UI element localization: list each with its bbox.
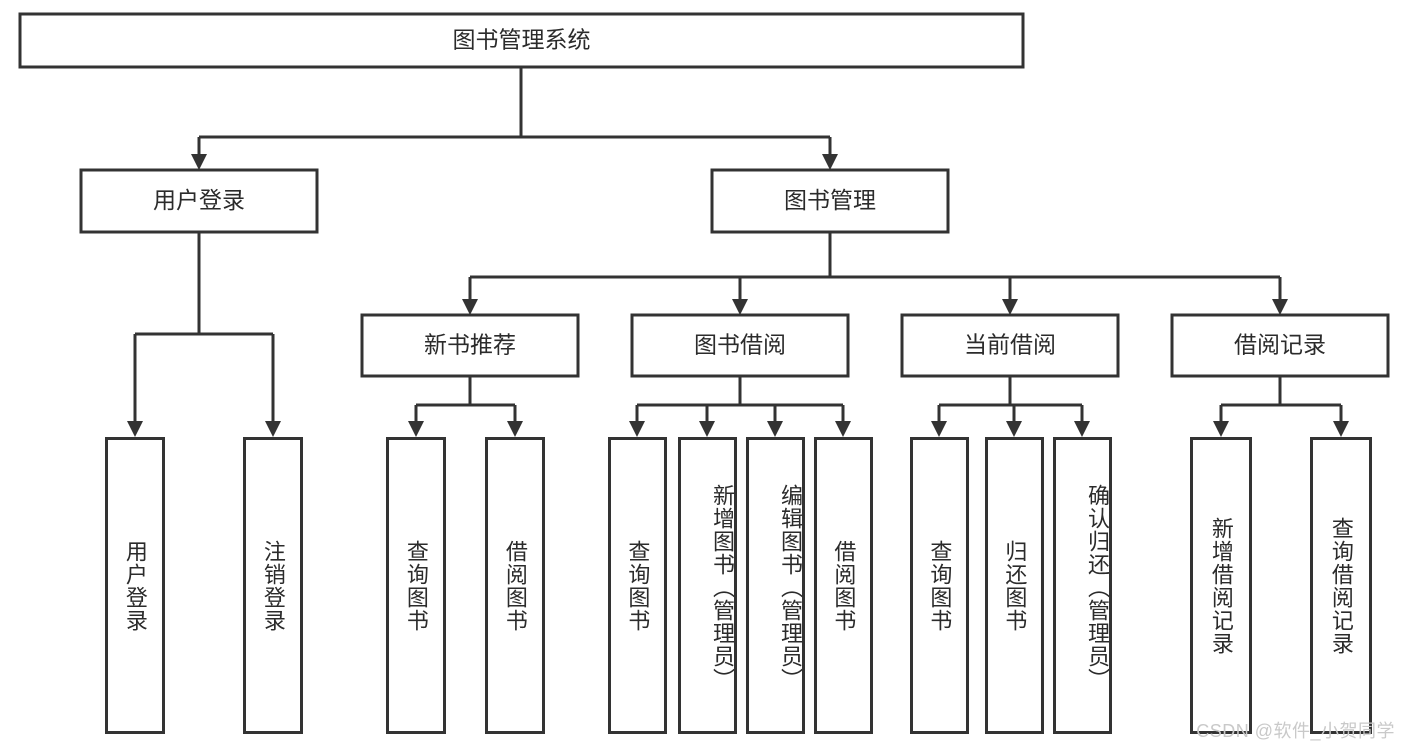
leaf-node-4[interactable]: 查询图书 [608,437,667,734]
arrow-head-icon [835,421,851,437]
leaf-node-7[interactable]: 借阅图书 [814,437,873,734]
leaf-node-label: 归还图书 [1002,539,1028,632]
leaf-node-12[interactable]: 查询借阅记录 [1310,437,1372,734]
node-box [900,313,1120,378]
arrow-head-icon [732,299,748,315]
node-label: 图书管理 [784,187,876,213]
arrow-head-icon [822,154,838,170]
leaf-node-label: 查询借阅记录 [1328,516,1354,655]
node-label: 图书管理系统 [453,27,591,53]
node-label: 图书借阅 [694,332,786,358]
arrow-head-icon [1006,421,1022,437]
leaf-node-2[interactable]: 查询图书 [386,437,446,734]
arrow-head-icon [507,421,523,437]
node-label: 用户登录 [153,187,245,213]
arrow-head-icon [408,421,424,437]
connector-layer [127,67,1349,437]
arrow-head-icon [767,421,783,437]
leaf-node-label: 新增图书（管理员） [710,484,734,691]
arrow-head-icon [127,421,143,437]
leaf-node-label: 查询图书 [927,539,953,632]
arrow-head-icon [1213,421,1229,437]
arrow-head-icon [191,154,207,170]
arrow-head-icon [629,421,645,437]
node-label: 新书推荐 [424,332,516,358]
leaf-node-label: 确认归还（管理员） [1085,484,1109,691]
arrow-head-icon [699,421,715,437]
leaf-node-label: 查询图书 [625,539,651,632]
node-level2-0[interactable]: 新书推荐 [360,313,580,378]
arrow-head-icon [1272,299,1288,315]
watermark-text: CSDN @软件_小贺同学 [1196,721,1395,741]
node-level2-2[interactable]: 当前借阅 [900,313,1120,378]
leaf-node-11[interactable]: 新增借阅记录 [1190,437,1252,734]
leaf-node-8[interactable]: 查询图书 [910,437,969,734]
node-box [360,313,580,378]
arrow-head-icon [265,421,281,437]
leaf-node-label: 新增借阅记录 [1208,516,1234,655]
node-box [630,313,850,378]
node-level1-1[interactable]: 图书管理 [710,168,950,234]
leaf-node-label: 注销登录 [260,539,286,632]
leaf-node-label: 查询图书 [403,539,429,632]
node-label: 当前借阅 [964,332,1056,358]
arrow-head-icon [462,299,478,315]
node-root[interactable]: 图书管理系统 [18,12,1025,69]
node-level2-3[interactable]: 借阅记录 [1170,313,1390,378]
leaf-node-label: 编辑图书（管理员） [778,484,802,691]
node-box [18,12,1025,69]
leaf-node-5[interactable]: 新增图书（管理员） [678,437,737,734]
leaf-node-1[interactable]: 注销登录 [243,437,303,734]
arrow-head-icon [1002,299,1018,315]
leaf-node-label: 用户登录 [122,539,148,632]
leaf-node-0[interactable]: 用户登录 [105,437,165,734]
leaf-node-10[interactable]: 确认归还（管理员） [1053,437,1112,734]
arrow-head-icon [1074,421,1090,437]
node-level1-0[interactable]: 用户登录 [79,168,319,234]
leaf-node-label: 借阅图书 [502,539,528,632]
arrow-head-icon [931,421,947,437]
node-level2-1[interactable]: 图书借阅 [630,313,850,378]
leaf-node-9[interactable]: 归还图书 [985,437,1044,734]
node-box [710,168,950,234]
leaf-node-3[interactable]: 借阅图书 [485,437,545,734]
node-box [1170,313,1390,378]
node-box [79,168,319,234]
arrow-head-icon [1333,421,1349,437]
leaf-node-6[interactable]: 编辑图书（管理员） [746,437,805,734]
node-label: 借阅记录 [1234,332,1326,358]
leaf-node-label: 借阅图书 [831,539,857,632]
